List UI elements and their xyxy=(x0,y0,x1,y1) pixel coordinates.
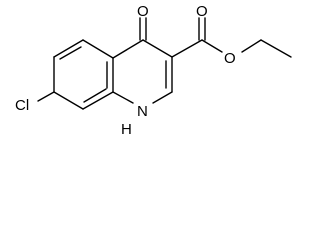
bond-c4a-c4 xyxy=(112,39,144,59)
bond-c8-c8a-inner xyxy=(83,88,107,103)
bond-c8-c8a xyxy=(82,91,114,110)
bond-c2-n1 xyxy=(152,91,173,104)
molecule-structure: Cl O N H O O xyxy=(15,3,292,138)
bond-c4a-c5 xyxy=(82,39,114,59)
bond-oester-ch2 xyxy=(241,39,262,53)
bond-c3-ccarbonyl xyxy=(171,39,203,58)
bond-ccarbonyl-oester xyxy=(201,39,223,53)
oxygen-carbonyl-label: O xyxy=(196,3,208,20)
bond-c7-c8 xyxy=(53,91,84,110)
bond-c5-c6-inner xyxy=(59,46,82,60)
hydrogen-label: H xyxy=(121,121,132,138)
bond-c7-cl xyxy=(37,91,55,102)
bond-n1-c8a xyxy=(112,91,134,104)
oxygen-ester-label: O xyxy=(224,50,236,67)
chlorine-label: Cl xyxy=(15,97,29,114)
nitrogen-label: N xyxy=(137,103,148,120)
benzene-ring xyxy=(53,39,114,110)
bond-c4-c3 xyxy=(142,39,173,58)
bond-ch2-ch3 xyxy=(260,39,292,58)
oxygen-ketone-label: O xyxy=(137,3,149,20)
bond-c5-c6 xyxy=(53,39,84,58)
pyridinone-ring xyxy=(112,39,173,104)
